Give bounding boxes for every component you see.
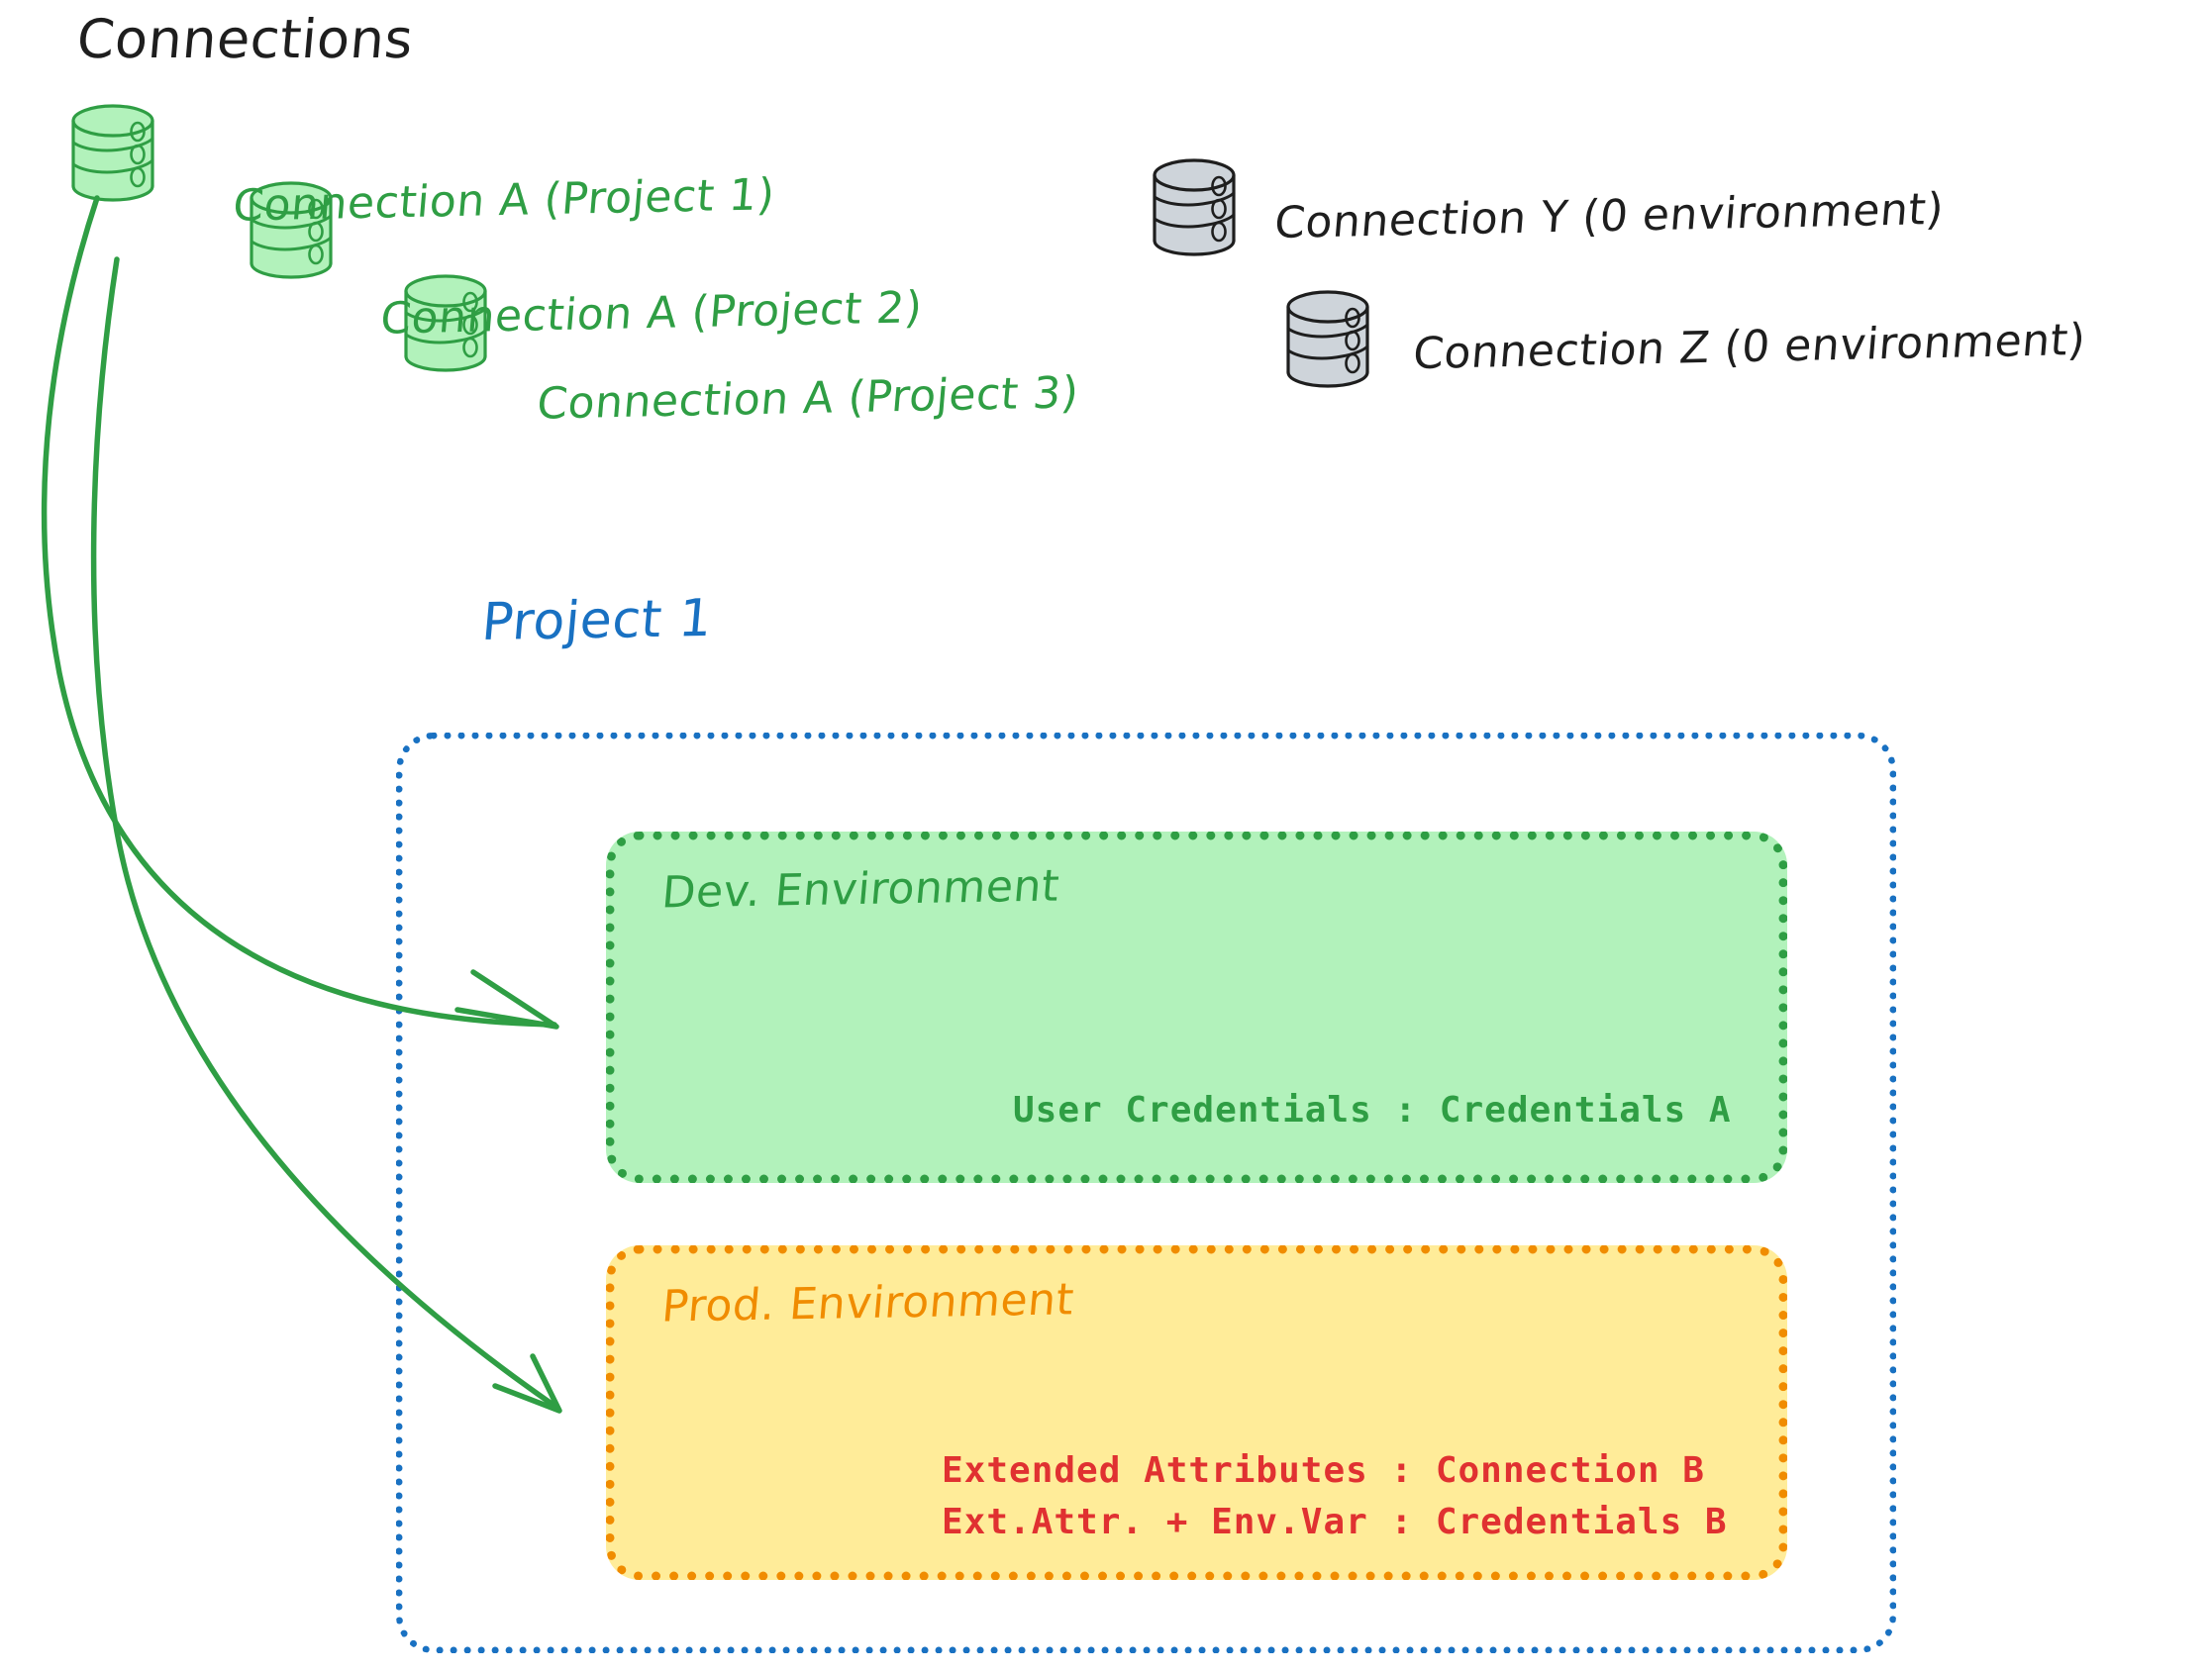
prod-environment-title: Prod. Environment bbox=[659, 1274, 1076, 1332]
prod-environment-line-1: Extended Attributes : Connection B bbox=[942, 1450, 1705, 1491]
project-title: Project 1 bbox=[479, 588, 715, 653]
prod-environment-box[interactable]: Prod. Environment Extended Attributes : … bbox=[606, 1245, 1787, 1580]
connection-label-y: Connection Y (0 environment) bbox=[1272, 183, 1947, 249]
database-icon-connection-z bbox=[1282, 285, 1373, 390]
database-icon-connection-a-project-1 bbox=[67, 99, 158, 204]
connection-label-a-project-1: Connection A (Project 1) bbox=[231, 169, 777, 232]
database-icon-connection-y bbox=[1149, 153, 1240, 258]
connection-label-a-project-2: Connection A (Project 2) bbox=[378, 282, 925, 345]
dev-environment-box[interactable]: Dev. Environment User Credentials : Cred… bbox=[606, 832, 1787, 1183]
prod-environment-line-2: Ext.Attr. + Env.Var : Credentials B bbox=[942, 1502, 1728, 1542]
page-title: Connections bbox=[74, 8, 416, 70]
dev-environment-title: Dev. Environment bbox=[659, 860, 1062, 919]
dev-environment-line-1: User Credentials : Credentials A bbox=[1013, 1090, 1732, 1131]
connection-label-z: Connection Z (0 environment) bbox=[1411, 314, 2088, 380]
connection-label-a-project-3: Connection A (Project 3) bbox=[535, 367, 1081, 430]
